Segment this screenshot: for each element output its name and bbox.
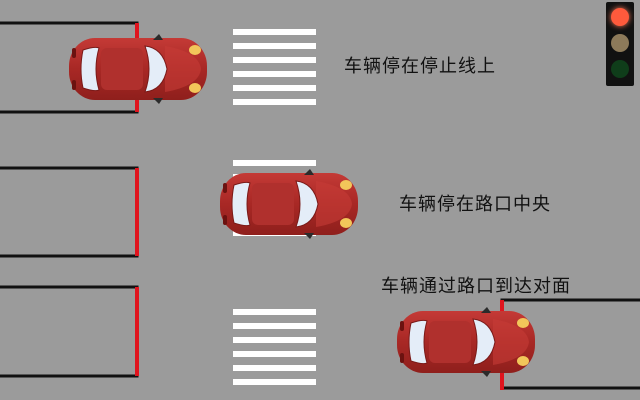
- car-crossed-intersection: [396, 306, 536, 378]
- traffic-light-green-icon: [611, 60, 629, 78]
- traffic-light-yellow-icon: [611, 34, 629, 52]
- caption-stop-line: 车辆停在停止线上: [344, 56, 496, 77]
- caption-intersection-center: 车辆停在路口中央: [399, 194, 551, 215]
- crosswalk-bottom: [233, 309, 316, 385]
- traffic-light-red-icon: [611, 8, 629, 26]
- car-at-stop-line: [68, 33, 208, 105]
- caption-cross-through: 车辆通过路口到达对面: [381, 276, 571, 297]
- traffic-light: [606, 2, 634, 86]
- crosswalk-top: [233, 29, 316, 105]
- car-in-intersection-center: [219, 168, 359, 240]
